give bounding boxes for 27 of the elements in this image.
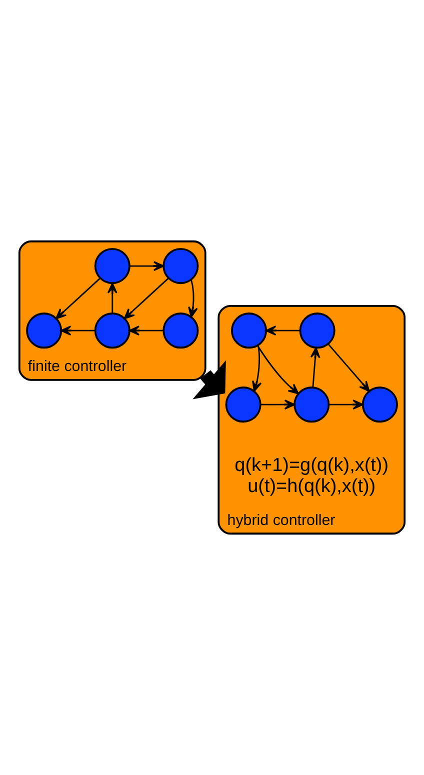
arrow	[310, 347, 320, 388]
node-circle	[230, 312, 268, 349]
arrow	[60, 326, 96, 336]
arrow	[128, 326, 164, 336]
node-circle	[162, 248, 199, 284]
node-text: q(k+1)=g(q(k),x(t)) u(t)=h(q(k),x(t))	[234, 454, 389, 497]
node-circle	[94, 248, 130, 284]
node-circle	[26, 312, 62, 349]
node-circle	[225, 386, 262, 423]
arrow	[107, 282, 118, 314]
node-circle	[94, 312, 130, 349]
arrow	[188, 280, 198, 318]
node-circle	[294, 386, 330, 423]
arrow	[124, 278, 169, 320]
arrow	[55, 278, 101, 320]
arrow	[257, 345, 299, 394]
cluster: finite controller	[18, 240, 206, 381]
arrow	[328, 400, 364, 410]
node-circle	[362, 386, 398, 423]
arrow	[192, 360, 226, 400]
node-circle	[162, 312, 199, 349]
arrow	[129, 261, 164, 272]
node-circle	[299, 312, 336, 349]
arrow	[260, 400, 296, 410]
arrow	[328, 344, 370, 392]
arrow	[265, 326, 300, 336]
arrow	[252, 344, 262, 392]
